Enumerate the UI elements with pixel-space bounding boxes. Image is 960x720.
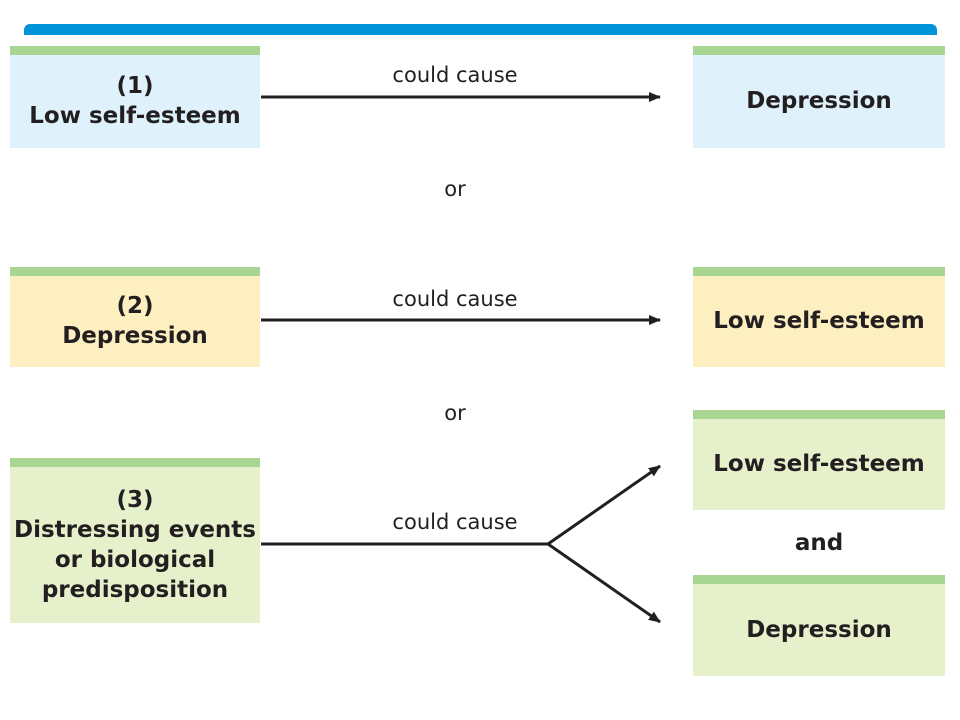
separator-or-1: or (444, 177, 466, 201)
arrow-3-up (547, 464, 661, 546)
cause-box-1-stripe (10, 46, 260, 55)
effect-box-2-label: Low self-esteem (713, 308, 925, 334)
cause-box-3-line-1: Distressing events (14, 516, 256, 543)
effect-box-3a-label: Low self-esteem (713, 451, 925, 477)
edge-label-2: could cause (392, 287, 518, 311)
cause-box-2-line-1: Depression (62, 323, 208, 349)
cause-box-3-line-3: predisposition (41, 576, 229, 603)
edge-label-3: could cause (392, 510, 518, 534)
effect-box-3b-label: Depression (746, 616, 892, 643)
cause-box-1-line-1: Low self-esteem (29, 103, 241, 129)
arrow-3-down (547, 542, 661, 624)
edge-label-1: could cause (392, 63, 518, 87)
cause-box-1: (1) Low self-esteem (10, 46, 260, 148)
effect-box-3b-stripe (693, 575, 945, 584)
cause-box-3-number: (3) (116, 486, 154, 513)
cause-box-2: (2) Depression (10, 267, 260, 367)
cause-box-3-stripe (10, 458, 260, 467)
effect-box-1-stripe (693, 46, 945, 55)
top-accent-bar (24, 24, 937, 35)
join-label-and: and (794, 530, 844, 556)
effect-box-3b: Depression (693, 575, 945, 676)
effect-box-1: Depression (693, 46, 945, 148)
cause-box-2-number: (2) (116, 293, 154, 319)
cause-box-2-stripe (10, 267, 260, 276)
effect-box-3a: Low self-esteem (693, 410, 945, 510)
effect-box-3a-stripe (693, 410, 945, 419)
effect-box-2-stripe (693, 267, 945, 276)
cause-box-3: (3) Distressing events or biological pre… (10, 458, 260, 623)
effect-box-2: Low self-esteem (693, 267, 945, 367)
cause-box-1-number: (1) (116, 73, 154, 99)
cause-box-3-line-2: or biological (54, 546, 216, 573)
effect-box-1-label: Depression (746, 88, 892, 114)
separator-or-2: or (444, 401, 466, 425)
